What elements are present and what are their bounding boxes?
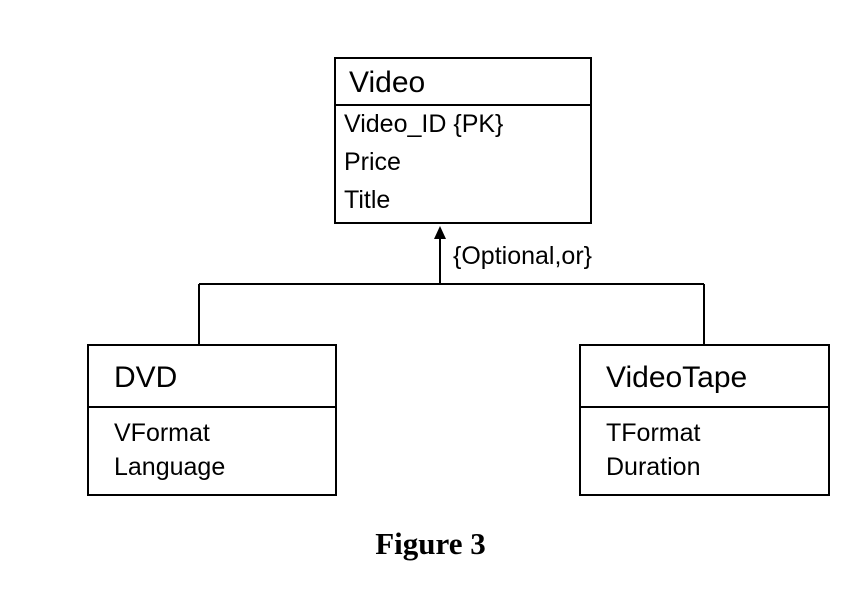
figure-caption: Figure 3	[375, 526, 486, 561]
dvd-entity-name: DVD	[89, 346, 335, 408]
videotape-attribute-list: TFormat Duration	[581, 408, 828, 489]
videotape-entity-box: VideoTape TFormat Duration	[579, 344, 830, 496]
video-entity-box: Video Video_ID {PK} Price Title	[334, 57, 592, 224]
video-attribute-list: Video_ID {PK} Price Title	[336, 106, 590, 224]
video-entity-name: Video	[336, 59, 590, 106]
video-attribute-video-id: Video_ID {PK}	[344, 110, 504, 138]
videotape-attribute-duration: Duration	[606, 453, 701, 481]
video-attribute-price: Price	[344, 148, 401, 176]
generalization-constraint-label: {Optional,or}	[453, 242, 592, 270]
dvd-attribute-vformat: VFormat	[114, 419, 210, 447]
video-attribute-title: Title	[344, 186, 391, 214]
videotape-entity-name: VideoTape	[581, 346, 828, 408]
generalization-arrowhead	[434, 226, 446, 239]
dvd-attribute-list: VFormat Language	[89, 408, 335, 489]
dvd-attribute-language: Language	[114, 453, 226, 481]
dvd-entity-box: DVD VFormat Language	[87, 344, 337, 496]
videotape-attribute-tformat: TFormat	[606, 419, 701, 447]
